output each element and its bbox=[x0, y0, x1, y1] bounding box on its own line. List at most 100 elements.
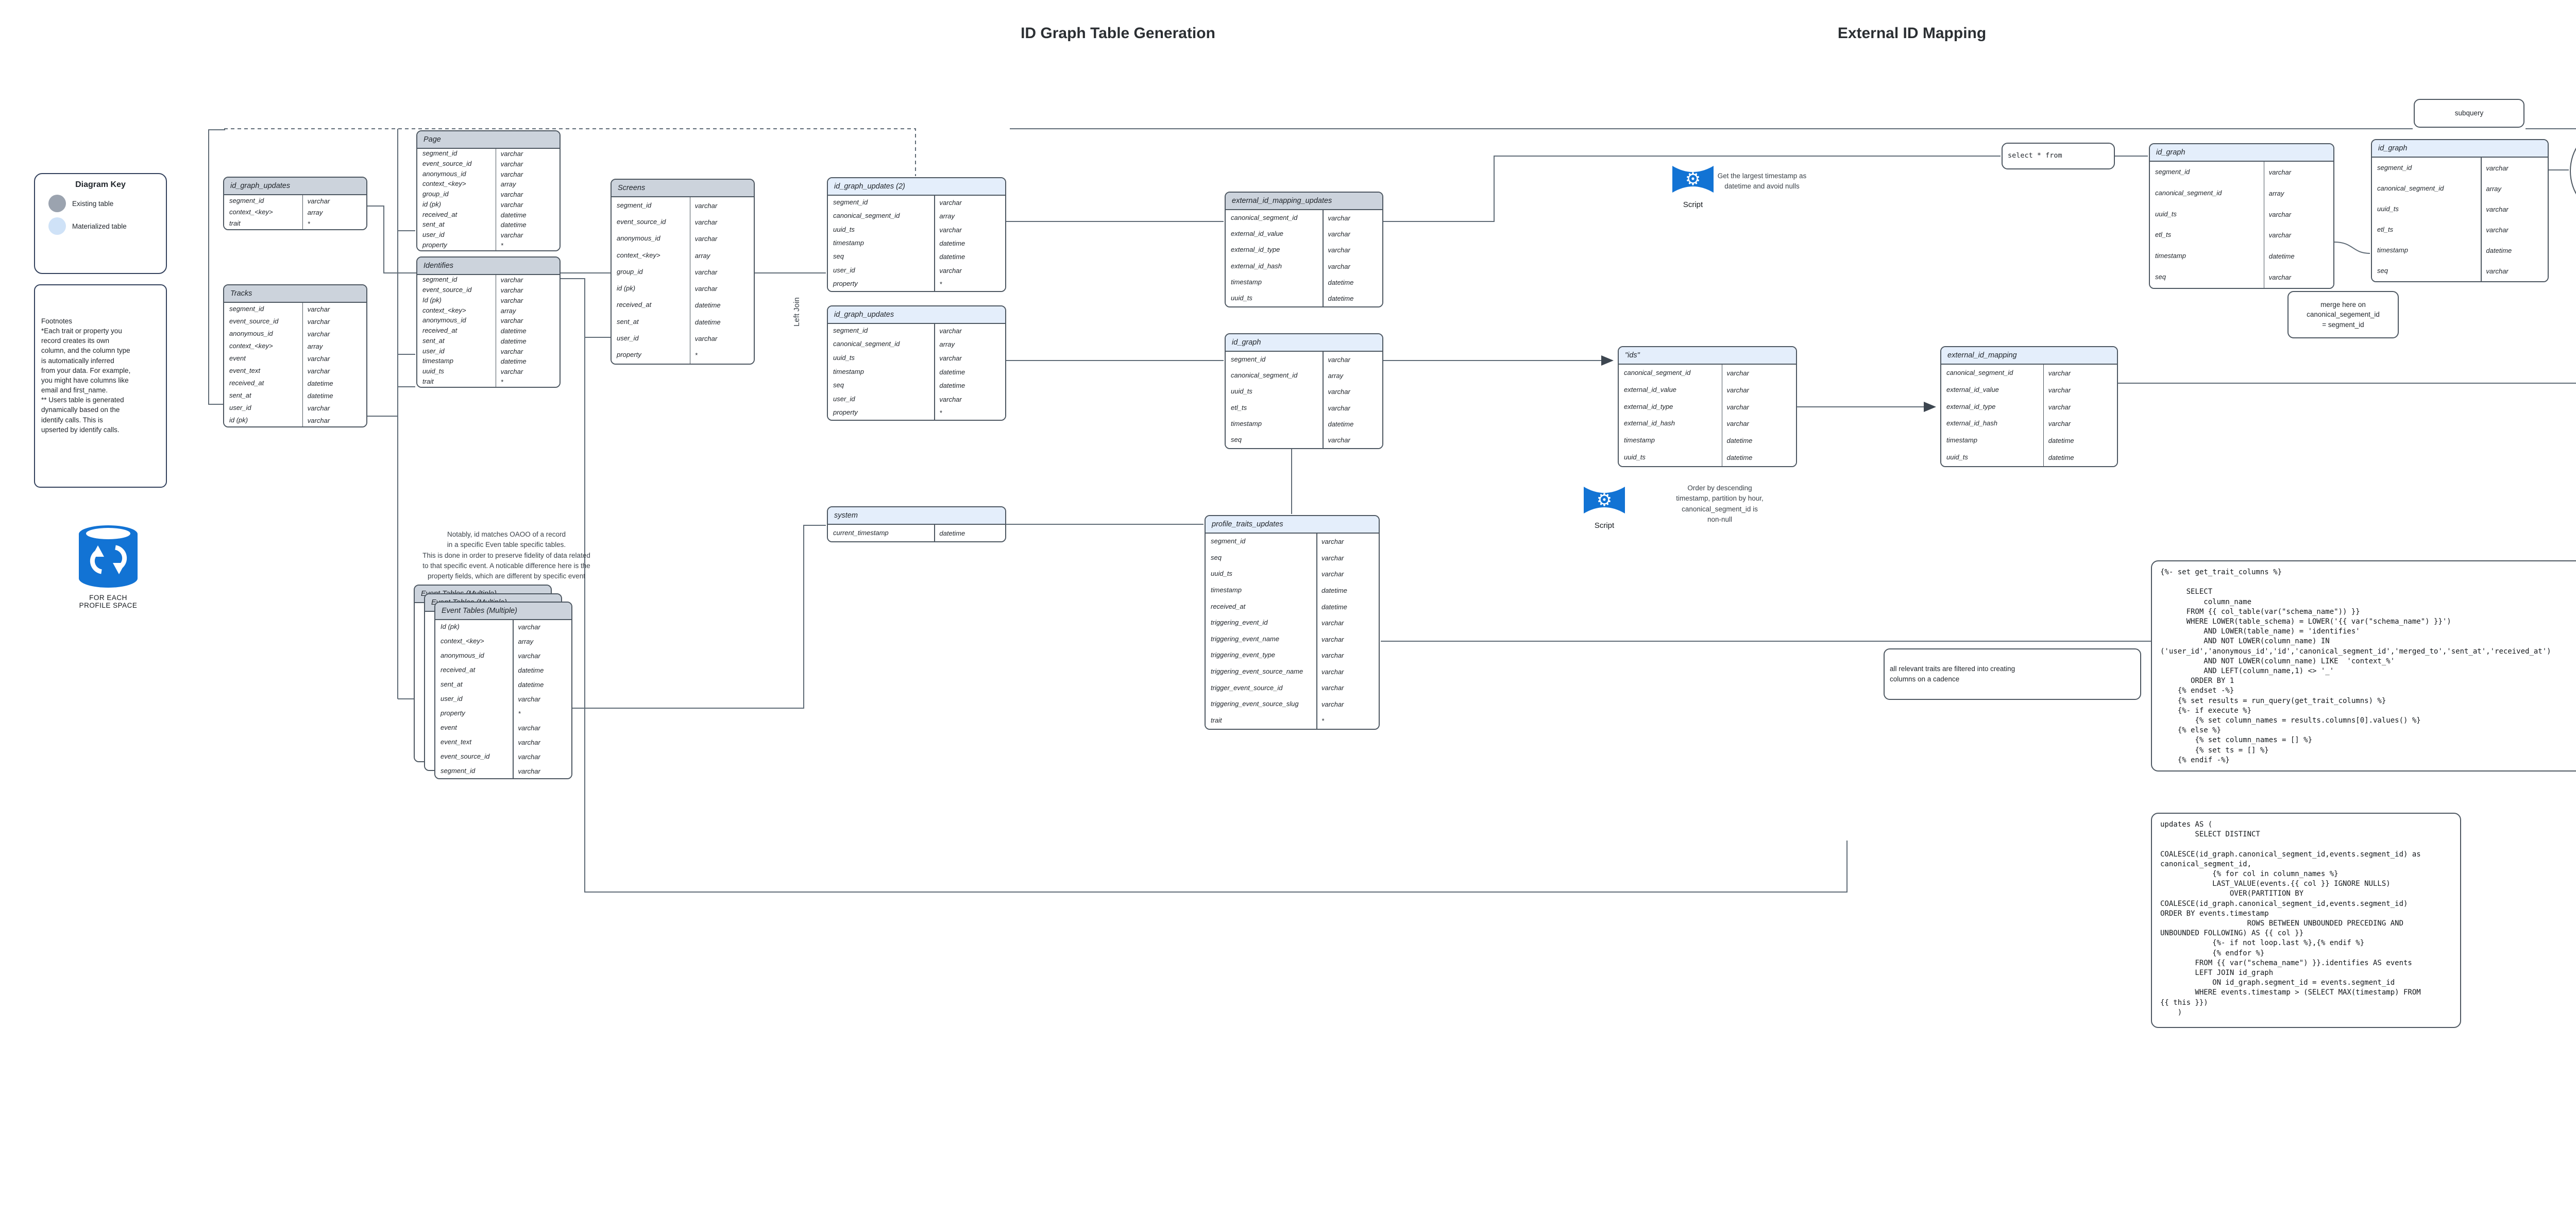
column-divider bbox=[1323, 352, 1324, 448]
script-flag-icon: ⚙ bbox=[1584, 487, 1625, 513]
column-type: datetime bbox=[939, 239, 965, 247]
column-name: user_id bbox=[229, 403, 251, 412]
column-name: uuid_ts bbox=[422, 367, 444, 375]
column-name: etl_ts bbox=[2377, 225, 2394, 233]
column-name: event_source_id bbox=[617, 217, 666, 226]
note-merge_note_box[interactable]: merge here on canonical_segement_id = se… bbox=[2287, 291, 2399, 338]
note-select_from_box[interactable]: select * from bbox=[2002, 143, 2115, 169]
column-name: Id (pk) bbox=[440, 623, 460, 631]
table-title: id_graph bbox=[2372, 140, 2548, 158]
for-each-profile-space[interactable]: FOR EACH PROFILE SPACE bbox=[62, 523, 155, 609]
column-divider bbox=[2043, 365, 2044, 466]
table-name: id_graph bbox=[2156, 148, 2185, 157]
script-label: Script bbox=[1683, 200, 1703, 209]
column-name: event_text bbox=[229, 366, 260, 374]
table-name: external_id_mapping_updates bbox=[1232, 197, 1332, 205]
column-name: anonymous_id bbox=[422, 169, 466, 178]
column-type: varchar bbox=[694, 268, 718, 276]
column-name: property bbox=[422, 241, 447, 249]
column-name: received_at bbox=[1211, 602, 1246, 610]
column-name: external_id_value bbox=[1231, 230, 1283, 238]
table-name: id_graph bbox=[1232, 338, 1261, 347]
note-subquery_box[interactable]: subquery bbox=[2414, 99, 2524, 128]
table-name: Identifies bbox=[423, 262, 454, 270]
column-type: varchar bbox=[1328, 388, 1350, 396]
column-type: varchar bbox=[1328, 436, 1350, 444]
column-name: sent_at bbox=[617, 317, 639, 325]
diagram-key[interactable]: Diagram Key Existing table Materialized … bbox=[34, 173, 167, 274]
note-traits_note_box[interactable]: all relevant traits are filtered into cr… bbox=[1884, 648, 2141, 700]
database-sync-icon bbox=[78, 525, 138, 588]
column-type: varchar bbox=[1321, 554, 1344, 562]
column-name: timestamp bbox=[1231, 419, 1262, 427]
script-node-1[interactable]: ⚙ Script bbox=[1668, 161, 1718, 209]
column-type: datetime bbox=[1328, 278, 1354, 286]
column-type: array bbox=[500, 180, 516, 188]
column-name: context_<key> bbox=[422, 180, 466, 188]
table-row: context_<key>array bbox=[224, 340, 366, 352]
column-type: varchar bbox=[500, 160, 523, 168]
note-sql_block_2[interactable]: updates AS ( SELECT DISTINCT COALESCE(id… bbox=[2151, 813, 2461, 1028]
column-name: triggering_event_id bbox=[1211, 619, 1268, 627]
column-name: sent_at bbox=[422, 220, 445, 229]
script-label: Script bbox=[1594, 521, 1615, 530]
footnotes-note[interactable]: Footnotes *Each trait or property you re… bbox=[34, 284, 167, 488]
column-type: varchar bbox=[500, 231, 523, 239]
note-sql_block_1[interactable]: {%- set get_trait_columns %} SELECT colu… bbox=[2151, 560, 2576, 772]
column-type: datetime bbox=[500, 221, 527, 229]
column-type: datetime bbox=[1328, 420, 1354, 428]
table-name: "ids" bbox=[1625, 351, 1640, 359]
column-name: context_<key> bbox=[229, 208, 273, 216]
column-type: varchar bbox=[500, 367, 523, 375]
column-type: datetime bbox=[500, 327, 527, 335]
svg-text:⚙: ⚙ bbox=[1685, 169, 1701, 190]
column-type: datetime bbox=[2048, 454, 2074, 462]
script-node-2[interactable]: ⚙ Script bbox=[1580, 482, 1629, 530]
column-type: varchar bbox=[2048, 369, 2071, 377]
column-name: received_at bbox=[229, 379, 264, 387]
column-name: segment_id bbox=[617, 201, 652, 209]
table-title: id_graph_updates (2) bbox=[828, 178, 1005, 196]
column-name: current_timestamp bbox=[833, 528, 889, 537]
column-name: segment_id bbox=[2155, 167, 2190, 176]
column-type: array bbox=[939, 340, 955, 349]
table-title: "ids" bbox=[1619, 347, 1796, 365]
column-type: varchar bbox=[1321, 570, 1344, 578]
table-row: timestamp datetime bbox=[1226, 416, 1382, 432]
column-type: varchar bbox=[518, 738, 540, 746]
column-type: varchar bbox=[1726, 386, 1749, 394]
column-divider bbox=[2481, 158, 2482, 281]
table-title: Tracks bbox=[224, 285, 366, 303]
column-type: * bbox=[500, 241, 503, 249]
table-row: property* bbox=[828, 406, 1005, 420]
